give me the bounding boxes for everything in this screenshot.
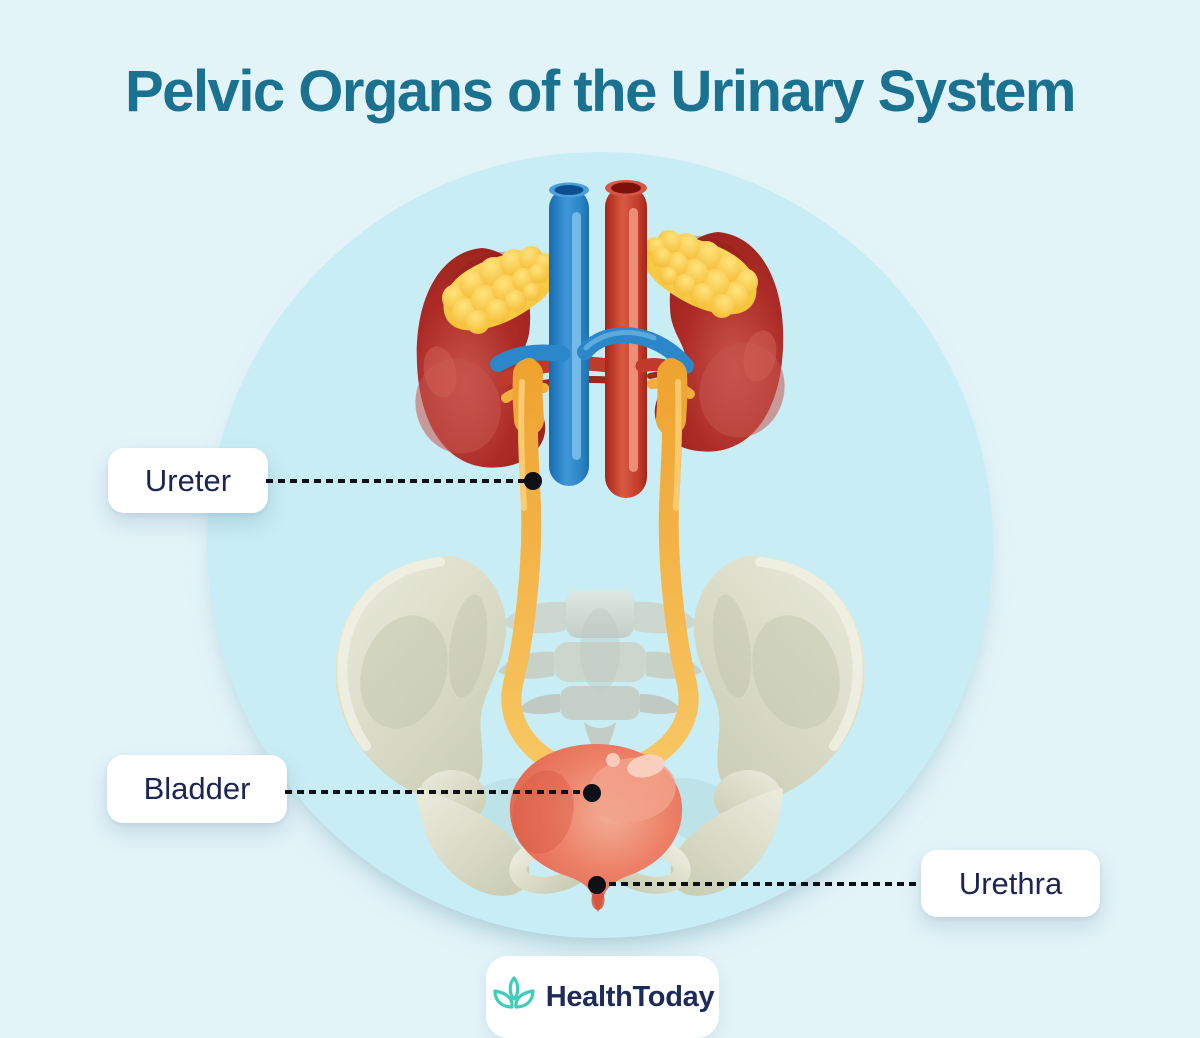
urethra-pointer-dot — [588, 876, 606, 894]
page-title: Pelvic Organs of the Urinary System — [125, 59, 1076, 124]
ureter-pointer-dot — [524, 472, 542, 490]
left-ureter — [501, 358, 566, 774]
bladder-pointer-dot — [583, 784, 601, 802]
brand-badge: HealthToday — [486, 956, 719, 1038]
inferior-vena-cava — [549, 182, 589, 486]
lotus-icon — [491, 975, 537, 1020]
bladder-label: Bladder — [107, 755, 287, 823]
infographic-canvas: Pelvic Organs of the Urinary System — [0, 59, 1200, 1038]
urethra-shape — [591, 890, 605, 910]
urethra-label-text: Urethra — [958, 865, 1063, 901]
urethra-label: Urethra — [921, 850, 1100, 917]
bladder-label-text: Bladder — [143, 771, 251, 806]
ureter-leader-line — [266, 479, 533, 483]
right-ureter — [630, 358, 699, 774]
bladder-leader-line — [285, 790, 592, 794]
ureter-label: Ureter — [108, 448, 268, 513]
anatomy-illustration — [0, 180, 1200, 912]
brand-name: HealthToday — [545, 980, 715, 1013]
ureter-label-text: Ureter — [144, 462, 232, 498]
urethra-leader-line — [597, 882, 921, 886]
